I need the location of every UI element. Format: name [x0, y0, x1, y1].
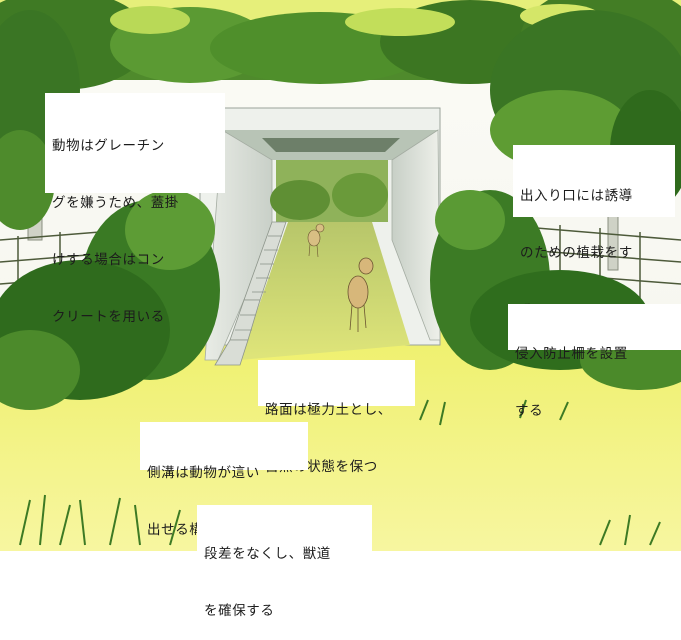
callout-line: 動物はグレーチン: [52, 138, 165, 154]
callout-line: 侵入防止柵を設置: [515, 346, 628, 362]
callout-line: 路面は極力土とし、: [265, 402, 392, 418]
callout-line: 段差をなくし、獣道: [204, 546, 331, 562]
callout-line: けする場合はコン: [52, 252, 165, 268]
wildlife-underpass-illustration: [0, 0, 681, 551]
callout-no-step: 段差をなくし、獣道 を確保する: [197, 505, 372, 619]
foreground-grass: [19, 399, 661, 546]
callout-intrusion-fence: 侵入防止柵を設置 する: [508, 304, 681, 419]
earth-path: [240, 222, 410, 360]
callout-entrance-planting: 出入り口には誘導 のための植栽をす る: [513, 145, 675, 318]
callout-line: クリートを用いる: [52, 309, 165, 325]
callout-side-ditch: 側溝は動物が這い 出せる構造にする: [140, 422, 308, 538]
callout-line: のための植栽をす: [520, 245, 633, 261]
deer-near: [347, 257, 374, 332]
callout-line: を確保する: [204, 603, 275, 619]
callout-line: 側溝は動物が這い: [147, 465, 260, 481]
ground: [0, 320, 681, 551]
deer-far: [307, 223, 325, 258]
callout-earth-surface: 路面は極力土とし、 自然の状態を保つ: [258, 360, 415, 475]
left-shrubs: [0, 190, 220, 410]
callout-line: する: [515, 403, 544, 419]
side-ditch-cover: [214, 221, 287, 366]
callout-grating-note: 動物はグレーチン グを嫌うため、蓋掛 けする場合はコン クリートを用いる: [45, 93, 225, 325]
callout-line: 出入り口には誘導: [520, 188, 633, 204]
callout-line: グを嫌うため、蓋掛: [52, 195, 179, 211]
